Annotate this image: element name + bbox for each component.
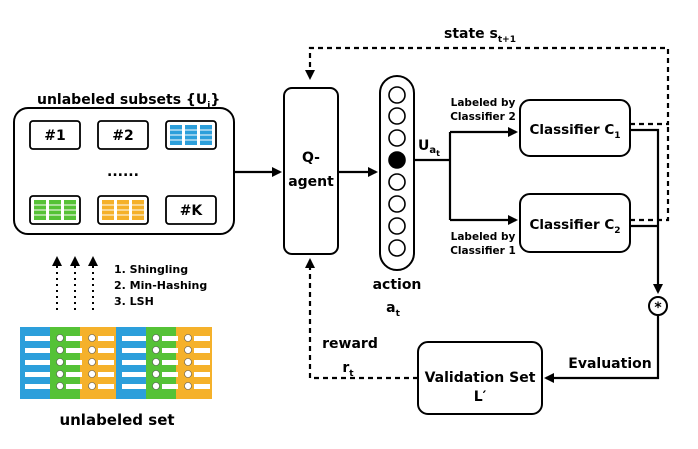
evaluation-arrow — [544, 315, 660, 383]
subset-2-label: #2 — [112, 128, 133, 144]
state-feedback-arrow — [305, 46, 670, 126]
subset-1-label: #1 — [44, 128, 65, 144]
labeled-by-2-line1: Labeled by — [451, 97, 516, 109]
labeled-by-2-line2: Classifier 2 — [450, 111, 516, 123]
subset-k: #K — [165, 195, 217, 225]
classifier-1-label: Classifier C1 — [529, 122, 620, 141]
action-label: action — [373, 277, 422, 293]
subset-k-label: #K — [180, 203, 204, 219]
state-label: state st+1 — [444, 26, 516, 45]
state-feedback-branch — [630, 124, 670, 222]
q-agent-box — [283, 87, 339, 255]
q-agent-label-2: agent — [288, 174, 334, 190]
reward-symbol: rt — [342, 360, 354, 379]
action-nodes — [388, 86, 406, 257]
action-vector — [379, 75, 415, 271]
reward-label: reward — [322, 336, 378, 352]
subset-orange-icon — [97, 195, 149, 225]
subsets-ellipsis: ...... — [107, 164, 139, 180]
labeled-by-1-line2: Classifier 1 — [450, 245, 516, 257]
q-agent-label-1: Q- — [302, 150, 320, 166]
classifier-1-output — [630, 128, 663, 294]
step-2: 2. Min-Hashing — [114, 279, 207, 292]
subset-2: #2 — [97, 120, 149, 150]
unlabeled-set-icon — [20, 327, 212, 399]
step-3: 3. LSH — [114, 295, 154, 308]
classifier-2-box — [519, 193, 631, 253]
step-1: 1. Shingling — [114, 263, 188, 276]
reward-arrow — [305, 258, 418, 380]
combine-symbol: * — [654, 300, 662, 316]
action-symbol: at — [386, 300, 400, 319]
hashing-arrows — [52, 256, 98, 310]
u-at-label: Uat — [418, 138, 440, 158]
classifier-1-box — [519, 99, 631, 157]
unlabeled-set-label: unlabeled set — [59, 411, 174, 429]
evaluation-label: Evaluation — [568, 356, 651, 372]
validation-set-label-2: L′ — [474, 389, 487, 405]
labeled-by-1-line1: Labeled by — [451, 231, 516, 243]
classifier-2-label: Classifier C2 — [529, 217, 620, 236]
subset-blue-icon — [165, 120, 217, 150]
subset-green-icon — [29, 195, 81, 225]
validation-set-label-1: Validation Set — [425, 370, 536, 386]
subsets-title: unlabeled subsets {Ui} — [37, 92, 220, 111]
hashing-steps: 1. Shingling 2. Min-Hashing 3. LSH — [114, 263, 207, 308]
subset-1: #1 — [29, 120, 81, 150]
